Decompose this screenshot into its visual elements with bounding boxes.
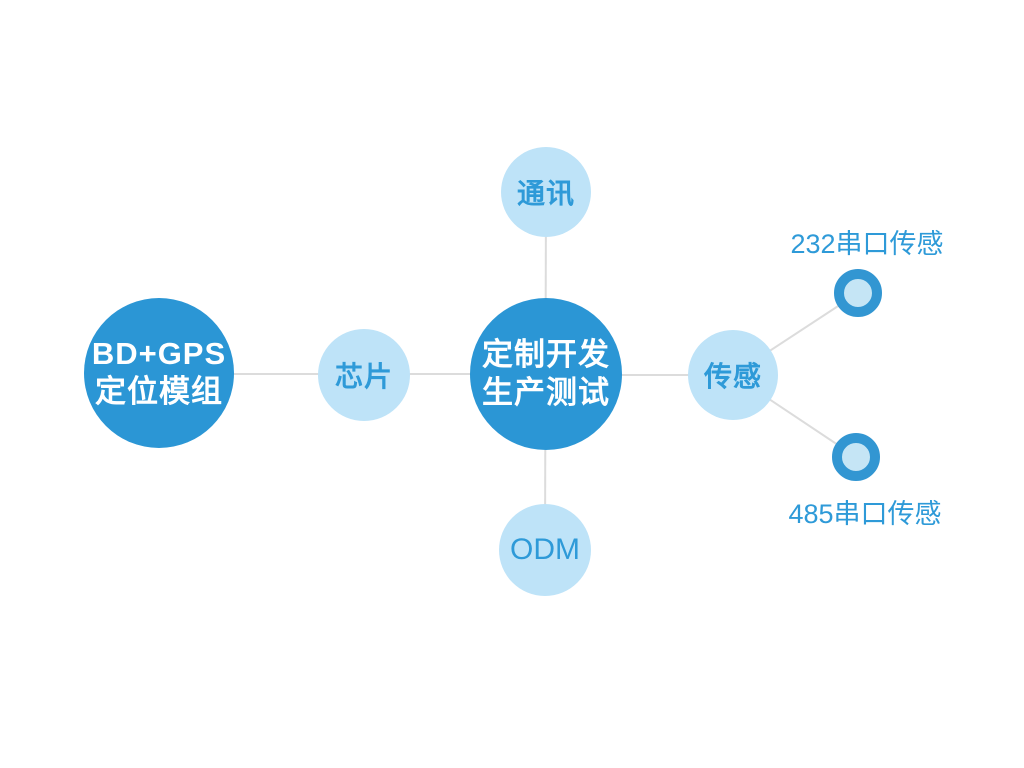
node-custom-development: 定制开发 生产测试 [470, 298, 622, 450]
node-custom-development-line1: 定制开发 [482, 336, 610, 372]
label-485-serial-sensor: 485串口传感 [788, 499, 942, 529]
node-bd-gps-line2: 定位模组 [95, 374, 223, 409]
node-sensor: 传感 [688, 330, 778, 420]
node-bd-gps-line1: BD+GPS [91, 335, 227, 371]
label-232-serial-sensor: 232串口传感 [790, 229, 944, 259]
node-chip: 芯片 [318, 329, 410, 421]
ring-marker-485-icon [832, 433, 880, 481]
node-communication-label: 通讯 [516, 178, 575, 209]
node-odm-label: ODM [510, 533, 580, 566]
node-communication: 通讯 [501, 147, 591, 237]
ring-marker-232-icon [834, 269, 882, 317]
node-sensor-label: 传感 [703, 361, 762, 392]
node-bd-gps-module: BD+GPS 定位模组 [84, 298, 234, 448]
node-chip-label: 芯片 [334, 361, 393, 392]
node-custom-development-line2: 生产测试 [482, 375, 610, 410]
node-odm: ODM [499, 504, 591, 596]
